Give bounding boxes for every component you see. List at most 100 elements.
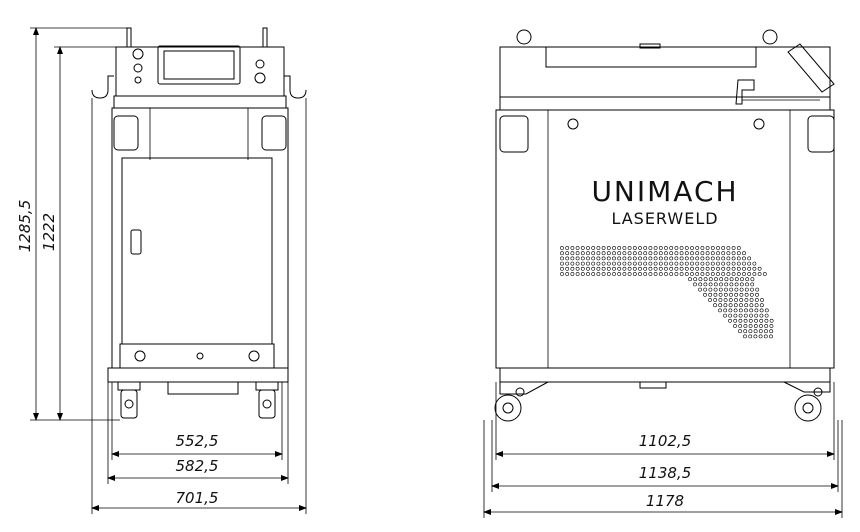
- grille-hole: [731, 266, 736, 271]
- grille-hole: [728, 313, 733, 318]
- grille-hole: [575, 256, 580, 261]
- grille-hole: [570, 251, 575, 256]
- front-horizontal-dimensions: 552,5 582,5 701,5: [91, 98, 307, 514]
- grille-hole: [664, 251, 668, 256]
- grille-hole: [622, 261, 627, 266]
- grille-hole: [632, 261, 637, 266]
- grille-hole: [617, 256, 622, 261]
- grille-hole: [713, 303, 717, 308]
- grille-hole: [724, 282, 729, 287]
- grille-hole: [738, 308, 743, 313]
- front-control-box: [115, 46, 285, 97]
- emergency-stop-icon: [132, 48, 144, 60]
- grille-hole: [684, 272, 689, 276]
- grille-hole: [643, 246, 648, 250]
- grille-hole: [721, 266, 726, 271]
- side-right-handle: [807, 115, 835, 153]
- grille-hole: [757, 272, 762, 276]
- grille-hole: [718, 292, 723, 297]
- grille-hole: [669, 246, 674, 250]
- grille-hole: [739, 287, 744, 292]
- indicator-light-icon: [134, 76, 142, 84]
- front-right-caster: [255, 381, 279, 419]
- grille-hole: [632, 246, 637, 250]
- grille-hole: [742, 266, 746, 271]
- grille-hole: [708, 277, 713, 282]
- grille-hole: [713, 292, 718, 297]
- grille-hole: [591, 256, 596, 261]
- grille-hole: [591, 246, 596, 250]
- grille-hole: [733, 318, 738, 323]
- grille-hole: [679, 266, 684, 271]
- grille-hole: [742, 272, 746, 276]
- grille-hole: [560, 266, 564, 271]
- grille-hole: [622, 246, 627, 250]
- grille-hole: [601, 272, 606, 276]
- grille-hole: [638, 272, 642, 276]
- grille-hole: [729, 277, 734, 282]
- grille-hole: [752, 261, 757, 266]
- grille-hole: [684, 251, 689, 256]
- grille-hole: [658, 272, 663, 276]
- grille-hole: [739, 298, 744, 302]
- front-bottom-tray: [167, 381, 239, 395]
- grille-hole: [674, 251, 679, 256]
- grille-hole: [721, 272, 726, 276]
- grille-hole: [708, 298, 712, 302]
- grille-hole: [747, 256, 752, 261]
- grille-hole: [703, 282, 708, 287]
- grille-hole: [739, 292, 744, 297]
- grille-hole: [733, 313, 738, 318]
- grille-hole: [703, 292, 707, 297]
- grille-hole: [762, 272, 767, 276]
- grille-hole: [612, 272, 616, 276]
- grille-hole: [674, 246, 679, 250]
- grille-hole: [736, 266, 741, 271]
- grille-hole: [724, 277, 729, 282]
- grille-hole: [674, 256, 679, 261]
- grille-hole: [622, 256, 627, 261]
- grille-hole: [759, 313, 764, 318]
- grille-hole: [713, 282, 718, 287]
- grille-hole: [753, 324, 758, 328]
- grille-hole: [721, 251, 726, 256]
- grille-hole: [743, 329, 748, 334]
- touch-screen: [163, 50, 235, 80]
- grille-hole: [601, 266, 606, 271]
- grille-hole: [617, 272, 622, 276]
- grille-hole: [580, 272, 585, 276]
- grille-hole: [580, 251, 585, 256]
- grille-hole: [648, 256, 653, 261]
- grille-hole: [743, 324, 748, 328]
- grille-hole: [648, 261, 653, 266]
- grille-hole: [690, 266, 694, 271]
- grille-hole: [759, 318, 764, 323]
- grille-hole: [627, 246, 632, 250]
- grille-hole: [703, 277, 708, 282]
- grille-hole: [591, 272, 596, 276]
- grille-hole: [627, 251, 632, 256]
- grille-hole: [754, 298, 759, 302]
- grille-hole: [764, 324, 769, 328]
- grille-hole: [693, 282, 697, 287]
- side-left-caster: [494, 381, 549, 422]
- grille-hole: [728, 303, 733, 308]
- grille-hole: [669, 256, 674, 261]
- grille-hole: [757, 266, 762, 271]
- grille-hole: [617, 251, 622, 256]
- grille-hole: [560, 272, 564, 276]
- dim-overall-height: 1285,5: [16, 200, 34, 253]
- grille-hole: [586, 251, 590, 256]
- grille-hole: [728, 298, 733, 302]
- lifting-post: [126, 27, 132, 48]
- grille-hole: [612, 266, 616, 271]
- grille-hole: [716, 266, 720, 271]
- grille-hole: [695, 256, 700, 261]
- grille-hole: [745, 277, 750, 282]
- grille-hole: [710, 256, 715, 261]
- front-view: 1285,5 1222 552,5 582,5 701,5: [16, 27, 307, 514]
- grille-hole: [679, 272, 684, 276]
- grille-hole: [731, 272, 736, 276]
- grille-hole: [695, 266, 700, 271]
- grille-hole: [723, 308, 728, 313]
